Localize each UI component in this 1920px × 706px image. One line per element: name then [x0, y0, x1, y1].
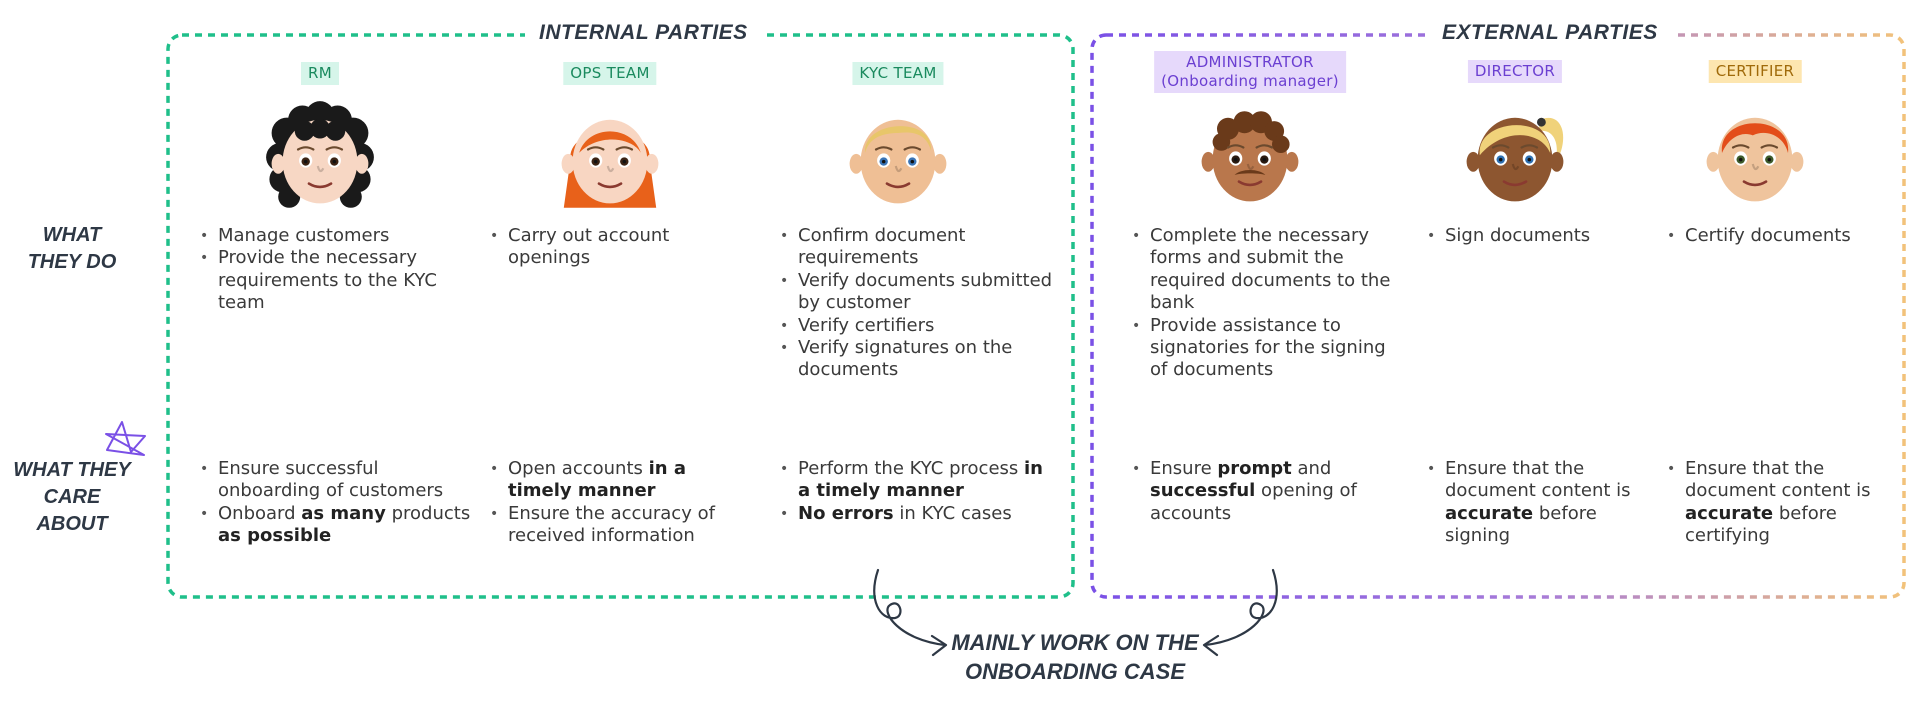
emphasis-text: No errors: [798, 502, 894, 524]
emphasis-text: in a timely manner: [508, 458, 687, 502]
row-label-line: they do: [27, 251, 117, 273]
role-badge: ADMINISTRATOR(Onboarding manager): [1154, 51, 1346, 93]
what-they-care-item: Perform the KYC process in a timely mann…: [780, 458, 1060, 503]
external-parties-title: External Parties: [1428, 20, 1672, 46]
what-they-care-list: Ensure successful onboarding of customer…: [200, 458, 480, 548]
footer-mainly-work-on-onboarding-case: Mainly work on the onboarding case: [930, 628, 1220, 686]
emphasis-text: as possible: [218, 525, 332, 547]
what-they-do-item: Complete the necessary forms and submit …: [1132, 225, 1395, 315]
what-they-care-item: Ensure that the document content is accu…: [1667, 458, 1885, 548]
what-they-do-list: Carry out account openings: [490, 225, 738, 270]
row-label-line: What they: [13, 459, 131, 481]
item-text: Open accounts: [508, 458, 649, 479]
what-they-do-item: Provide the necessary requirements to th…: [200, 247, 480, 314]
role-badge-line: RM: [308, 64, 332, 82]
right-arrowhead: [1202, 634, 1220, 657]
what-they-do-item: Manage customers: [200, 225, 480, 248]
what-they-care-item: Ensure that the document content is accu…: [1427, 458, 1645, 548]
what-they-care-list: Ensure that the document content is accu…: [1427, 458, 1645, 548]
emphasis-text: as many: [301, 502, 386, 524]
item-text: Ensure the accuracy of received informat…: [508, 502, 715, 547]
left-arrowhead: [930, 634, 948, 657]
what-they-do-list: Manage customersProvide the necessary re…: [200, 225, 480, 315]
row-label-what-they-do: What they do: [22, 222, 122, 276]
item-text: in KYC cases: [893, 502, 1012, 524]
role-badge-line: KYC TEAM: [859, 64, 937, 82]
emphasis-text: accurate: [1445, 502, 1534, 524]
row-label-line: care about: [36, 486, 108, 535]
what-they-do-list: Confirm document requirementsVerify docu…: [780, 225, 1060, 382]
what-they-care-item: Onboard as many products as possible: [200, 502, 480, 548]
what-they-do-item: Confirm document requirements: [780, 225, 1060, 270]
what-they-do-list: Sign documents: [1427, 225, 1645, 248]
item-text: before certifying: [1685, 502, 1837, 547]
item-text: Ensure: [1150, 458, 1218, 479]
item-text: Ensure that the document content is: [1445, 458, 1631, 502]
what-they-care-item: Ensure the accuracy of received informat…: [490, 502, 738, 548]
footer-line: onboarding case: [964, 659, 1185, 684]
what-they-do-item: Sign documents: [1427, 225, 1645, 248]
what-they-do-item: Verify signatures on the documents: [780, 337, 1060, 382]
item-text: opening of accounts: [1150, 480, 1357, 524]
what-they-do-item: Certify documents: [1667, 225, 1885, 248]
what-they-care-list: Ensure that the document content is accu…: [1667, 458, 1885, 548]
curly-hair-man-mustache-avatar-icon: [1195, 98, 1305, 212]
role-badge-line: (Onboarding manager): [1161, 72, 1339, 90]
role-badge: CERTIFIER: [1708, 60, 1802, 83]
role-badge-line: ADMINISTRATOR: [1186, 53, 1314, 71]
what-they-do-item: Verify certifiers: [780, 315, 1060, 338]
blonde-ponytail-woman-avatar-icon: [1460, 98, 1570, 212]
what-they-care-list: Ensure prompt and successful opening of …: [1132, 458, 1395, 525]
emphasis-text: in a timely manner: [798, 458, 1043, 502]
item-text: before signing: [1445, 502, 1597, 547]
role-badge-line: CERTIFIER: [1715, 62, 1795, 80]
item-text: Ensure successful onboarding of customer…: [218, 458, 444, 502]
row-label-line: What: [42, 224, 102, 246]
what-they-care-list: Open accounts in a timely mannerEnsure t…: [490, 458, 738, 548]
item-text: Perform the KYC process: [798, 458, 1024, 479]
curly-black-hair-woman-avatar-icon: [265, 100, 375, 214]
what-they-care-item: No errors in KYC cases: [780, 502, 1060, 526]
internal-parties-title: Internal Parties: [525, 20, 762, 46]
red-hair-man-avatar-icon: [1700, 98, 1810, 212]
item-text: and: [1291, 458, 1332, 479]
role-badge: OPS TEAM: [563, 62, 657, 85]
role-badge: DIRECTOR: [1467, 60, 1563, 83]
role-badge-line: OPS TEAM: [570, 64, 650, 82]
what-they-care-item: Ensure successful onboarding of customer…: [200, 458, 480, 503]
emphasis-text: successful: [1150, 480, 1256, 502]
role-badge-line: DIRECTOR: [1474, 62, 1556, 80]
left-arrow: [873, 568, 947, 647]
item-text: Ensure that the document content is: [1685, 458, 1871, 502]
what-they-do-item: Carry out account openings: [490, 225, 738, 270]
role-badge: RM: [301, 62, 339, 85]
footer-line: Mainly work on the: [951, 630, 1199, 655]
emphasis-text: accurate: [1685, 502, 1774, 524]
item-text: Onboard: [218, 502, 302, 524]
what-they-do-list: Certify documents: [1667, 225, 1885, 248]
blond-man-avatar-icon: [843, 100, 953, 214]
red-hair-woman-avatar-icon: [555, 100, 665, 214]
star-icon: [105, 421, 146, 456]
what-they-care-item: Ensure prompt and successful opening of …: [1132, 458, 1395, 525]
what-they-do-item: Verify documents submitted by customer: [780, 270, 1060, 315]
emphasis-text: prompt: [1217, 458, 1292, 479]
what-they-do-item: Provide assistance to signatories for th…: [1132, 315, 1395, 382]
right-arrow: [1203, 568, 1278, 647]
what-they-do-list: Complete the necessary forms and submit …: [1132, 225, 1395, 382]
row-label-what-they-care-about: What they care about: [10, 457, 134, 538]
what-they-care-list: Perform the KYC process in a timely mann…: [780, 458, 1060, 526]
role-badge: KYC TEAM: [852, 62, 944, 85]
what-they-care-item: Open accounts in a timely manner: [490, 458, 738, 503]
item-text: products: [385, 502, 471, 524]
